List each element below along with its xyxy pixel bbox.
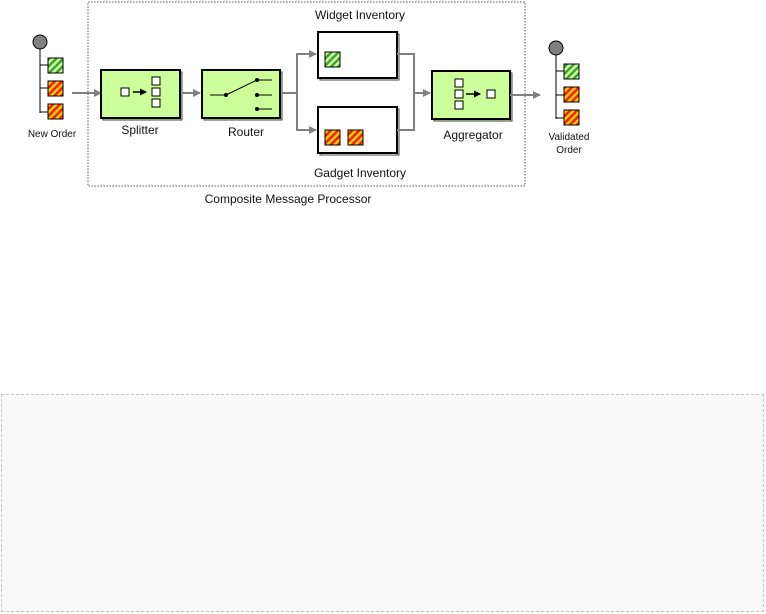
aggregator-input-message-icon bbox=[454, 89, 464, 99]
validated-order-endpoint-dot bbox=[548, 40, 564, 56]
gadget-item-icon bbox=[324, 129, 341, 146]
aggregator-input-message-icon bbox=[454, 78, 464, 88]
empty-caption-panel bbox=[1, 394, 764, 612]
gadget-item-icon bbox=[47, 103, 64, 120]
connector-line bbox=[397, 93, 415, 131]
gadget-item-icon bbox=[563, 109, 580, 126]
connector-arrow bbox=[282, 50, 317, 94]
gadget-inventory-label: Gadget Inventory bbox=[314, 166, 406, 180]
splitter-label: Splitter bbox=[121, 123, 158, 137]
connector-arrow bbox=[397, 53, 431, 97]
new-order-label: New Order bbox=[28, 129, 77, 140]
aggregator-output-message-icon bbox=[486, 89, 496, 99]
connector-arrow bbox=[296, 93, 317, 134]
widget-item-icon bbox=[47, 57, 64, 74]
widget-inventory-component bbox=[317, 31, 400, 81]
gadget-item-icon bbox=[563, 86, 580, 103]
composite-processor-label: Composite Message Processor bbox=[205, 192, 372, 206]
widget-inventory-label: Widget Inventory bbox=[315, 8, 405, 22]
aggregator-input-message-icon bbox=[454, 100, 464, 110]
composite-message-processor-diagram: New Order Splitter Router Widget Invento… bbox=[28, 1, 590, 206]
new-order-endpoint-dot bbox=[32, 34, 48, 50]
aggregator-component bbox=[431, 70, 513, 122]
router-label: Router bbox=[228, 125, 264, 139]
splitter-output-message-icon bbox=[151, 98, 161, 108]
splitter-output-message-icon bbox=[151, 76, 161, 86]
validated-order-label-line2: Order bbox=[556, 145, 582, 156]
splitter-output-message-icon bbox=[151, 87, 161, 97]
gadget-item-icon bbox=[47, 80, 64, 97]
aggregator-label: Aggregator bbox=[443, 128, 502, 142]
splitter-input-message-icon bbox=[120, 87, 130, 97]
splitter-component bbox=[100, 69, 183, 121]
gadget-inventory-component bbox=[317, 106, 400, 156]
widget-item-icon bbox=[324, 51, 341, 68]
validated-order-label-line1: Validated bbox=[549, 132, 590, 143]
gadget-item-icon bbox=[347, 129, 364, 146]
validated-order-message bbox=[548, 40, 580, 126]
new-order-message bbox=[32, 34, 64, 120]
router-component bbox=[201, 69, 283, 121]
widget-item-icon bbox=[563, 63, 580, 80]
